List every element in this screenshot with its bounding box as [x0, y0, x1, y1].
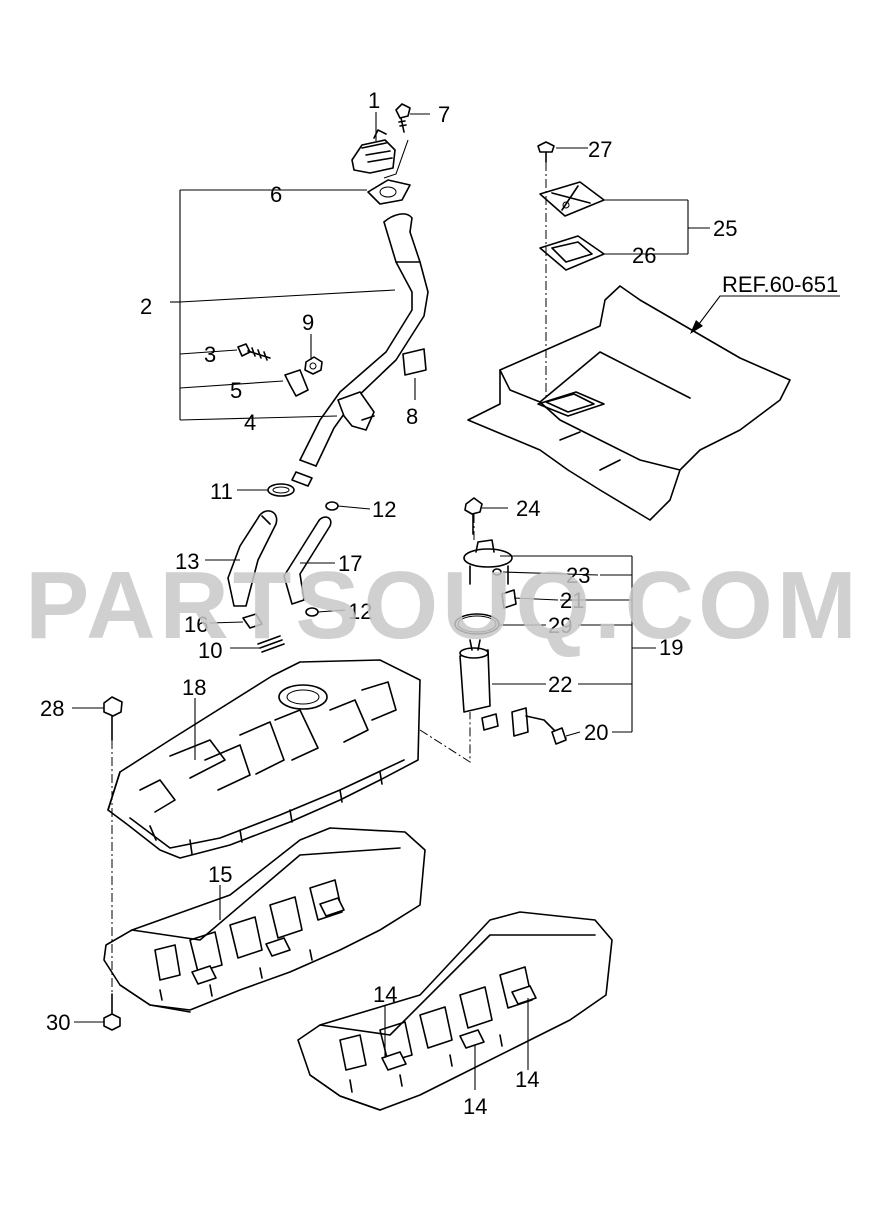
- callout-1: 1: [368, 88, 380, 113]
- filler-neck-part: [291, 213, 429, 487]
- callout-14c: 14: [515, 1067, 539, 1092]
- callout-14b: 14: [463, 1094, 487, 1119]
- bracket-5-part: [284, 369, 309, 397]
- harness-20-part: [481, 707, 567, 745]
- pump-22-part: [459, 639, 491, 713]
- callout-22: 22: [548, 672, 572, 697]
- callout-30: 30: [46, 1010, 70, 1035]
- clamp-11-part: [267, 483, 295, 497]
- callout-2: 2: [140, 294, 152, 319]
- hose-13-part: [227, 510, 278, 607]
- screw-27-part: [537, 141, 555, 163]
- callout-27: 27: [588, 137, 612, 162]
- gasket-26-part: [539, 235, 605, 271]
- skid-plate-part: [103, 827, 426, 1013]
- o-ring-29-part: [454, 613, 500, 635]
- callout-5: 5: [230, 378, 242, 403]
- reference-label: REF.60-651: [722, 272, 838, 297]
- pump-centerline: [419, 712, 471, 763]
- fitting-23-part: [492, 568, 502, 576]
- callout-12a: 12: [372, 497, 396, 522]
- pump-flange-part: [463, 539, 513, 585]
- callout-21: 21: [560, 588, 584, 613]
- callout-labels: 1 2 3 4 5 6 7 8 9 10 11 12 12 13 14 14 1…: [40, 88, 838, 1119]
- callout-9: 9: [302, 310, 314, 335]
- callout-20: 20: [584, 720, 608, 745]
- leader-lines: [72, 112, 840, 1090]
- bracket-4-part: [337, 391, 375, 431]
- callout-6: 6: [270, 182, 282, 207]
- connector-21-part: [501, 589, 517, 609]
- clamp-10-part: [257, 635, 285, 653]
- floor-panel-part: [467, 285, 791, 521]
- bolt-30-part: [103, 993, 121, 1031]
- screw-7-part: [395, 103, 411, 133]
- callout-4: 4: [244, 410, 256, 435]
- callout-29: 29: [548, 613, 572, 638]
- bolt-24-part: [464, 497, 483, 535]
- callout-28: 28: [40, 696, 64, 721]
- callout-17: 17: [338, 551, 362, 576]
- fuel-cap-part: [351, 129, 396, 174]
- callout-26: 26: [632, 243, 656, 268]
- callout-18: 18: [182, 675, 206, 700]
- nut-9-part: [304, 356, 323, 375]
- bolt-3-part: [237, 343, 271, 361]
- callout-10: 10: [198, 638, 222, 663]
- hose-17-part: [283, 516, 332, 605]
- callout-13: 13: [175, 549, 199, 574]
- clip-16-part: [242, 613, 263, 629]
- under-cover-part: [297, 911, 613, 1111]
- cover-plate-25-part: [539, 181, 605, 217]
- bolt-28-part: [103, 696, 123, 741]
- callout-19: 19: [659, 635, 683, 660]
- callout-16: 16: [184, 612, 208, 637]
- callout-14a: 14: [373, 982, 397, 1007]
- callout-15: 15: [208, 862, 232, 887]
- callout-7: 7: [438, 102, 450, 127]
- callout-11: 11: [210, 479, 233, 504]
- callout-23: 23: [566, 563, 590, 588]
- callout-8: 8: [406, 404, 418, 429]
- gasket-ring-part: [367, 179, 411, 205]
- clamp-12a-part: [325, 501, 339, 511]
- clamp-12b-part: [305, 607, 319, 617]
- label-sticker-part: [402, 348, 427, 376]
- fuel-tank-part: [107, 659, 421, 859]
- callout-12b: 12: [348, 599, 372, 624]
- callout-24: 24: [516, 496, 540, 521]
- callout-25: 25: [713, 216, 737, 241]
- callout-3: 3: [204, 342, 216, 367]
